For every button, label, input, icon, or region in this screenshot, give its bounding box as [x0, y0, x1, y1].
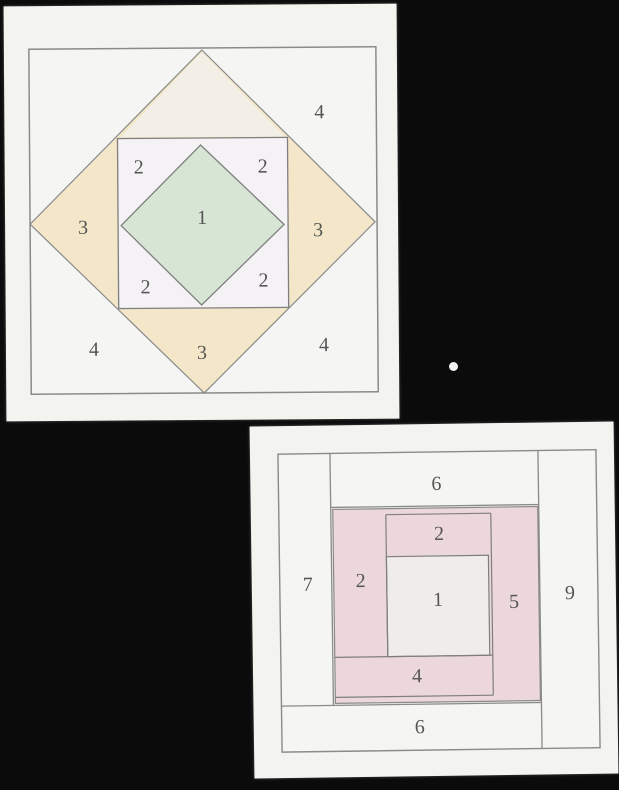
bottom-pattern-card: 1 2 2 4 5 6 6 7 9	[250, 421, 619, 778]
bottom-label-1: 1	[433, 589, 443, 611]
top-pattern-diagram: 1 2 2 2 2 3 3 3 4 4 4	[4, 4, 400, 422]
bottom-label-6-bottom: 6	[415, 716, 425, 738]
top-label-1: 1	[197, 207, 207, 229]
top-pattern-card: 1 2 2 2 2 3 3 3 4 4 4	[4, 4, 400, 422]
top-label-3-right: 3	[313, 219, 323, 241]
top-label-4-br: 4	[319, 334, 329, 356]
bottom-label-2-top: 2	[434, 523, 444, 545]
bottom-label-6-top: 6	[431, 473, 441, 495]
top-label-2-tr: 2	[258, 156, 268, 178]
top-label-4-bl: 4	[89, 339, 99, 361]
bottom-pattern-diagram: 1 2 2 4 5 6 6 7 9	[250, 421, 619, 778]
top-label-3-left: 3	[78, 217, 88, 239]
bottom-label-2-left: 2	[356, 570, 366, 592]
bottom-label-9: 9	[565, 582, 575, 604]
bottom-label-4: 4	[412, 665, 422, 687]
top-label-4-tr: 4	[314, 101, 324, 123]
top-label-3-bottom: 3	[197, 342, 207, 364]
top-label-2-br: 2	[258, 270, 268, 292]
top-label-2-bl: 2	[140, 276, 150, 298]
pin-dot	[449, 362, 458, 371]
top-label-2-tl: 2	[134, 156, 144, 178]
bottom-label-5: 5	[509, 591, 519, 613]
bottom-label-7: 7	[303, 574, 313, 596]
